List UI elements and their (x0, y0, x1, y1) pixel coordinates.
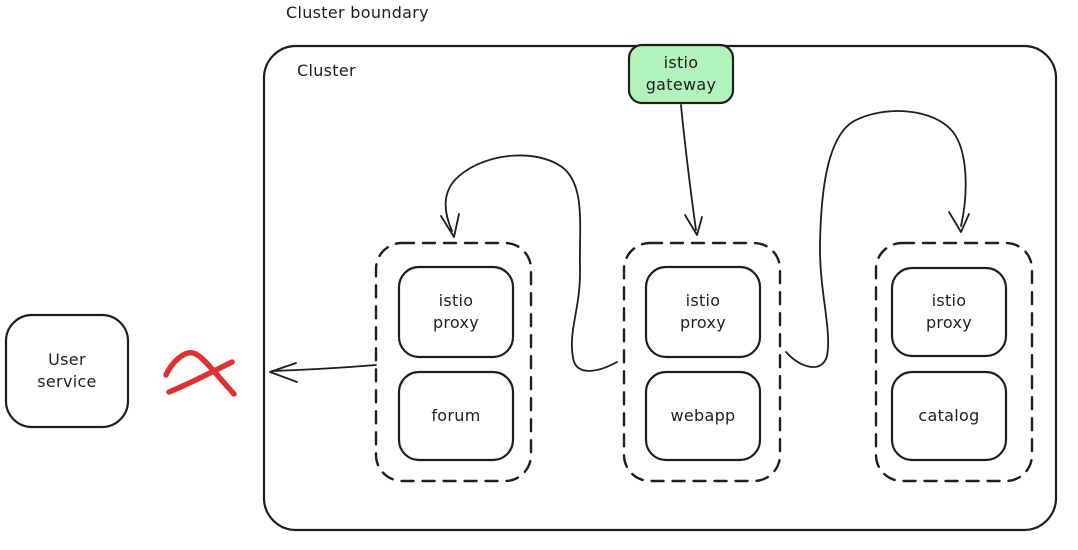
arrow-webapp-to-catalog-pod (785, 110, 970, 368)
istio-proxy-label-forum: istio proxy (432, 290, 480, 332)
catalog-label: catalog (918, 405, 980, 425)
blocked-x-mark (163, 350, 237, 397)
user-service-label: User service (37, 349, 97, 391)
pod-catalog (874, 241, 1034, 483)
node-istio-proxy-catalog (890, 266, 1008, 358)
arrow-forum-to-user-service (269, 362, 377, 383)
istio-gateway-label: istio gateway (645, 53, 717, 94)
node-catalog (890, 370, 1008, 462)
user-service-node (4, 313, 130, 429)
pod-forum (374, 241, 533, 483)
node-webapp (644, 370, 762, 462)
istio-proxy-label-webapp: istio proxy (679, 290, 727, 332)
arrow-webapp-to-forum-pod (440, 154, 618, 372)
webapp-label: webapp (670, 405, 736, 425)
istio-proxy-label-catalog: istio proxy (925, 290, 973, 332)
node-istio-proxy-forum (397, 265, 515, 359)
node-forum (397, 370, 515, 462)
istio-gateway-node (627, 43, 735, 105)
cluster-label: Cluster (297, 61, 356, 80)
node-istio-proxy-webapp (644, 265, 762, 359)
arrow-gateway-to-webapp (680, 104, 703, 236)
forum-label: forum (431, 405, 481, 425)
pod-webapp (622, 241, 782, 483)
diagram-title: Cluster boundary (286, 3, 429, 22)
